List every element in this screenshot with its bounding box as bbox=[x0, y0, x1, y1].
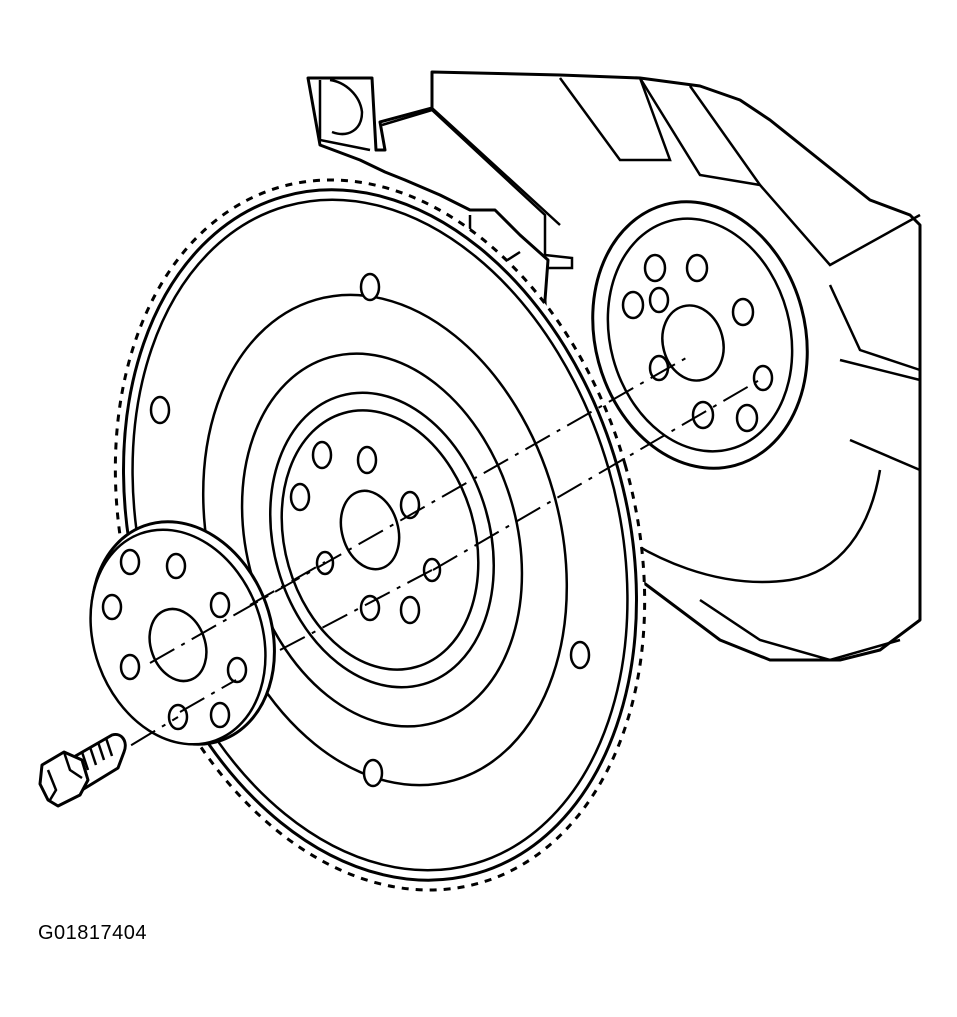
figure-code: G01817404 bbox=[38, 922, 148, 944]
flywheel bbox=[149, 272, 591, 788]
flywheel-spacer-plate bbox=[89, 520, 276, 746]
crankshaft-flange bbox=[591, 200, 809, 470]
flywheel-bolt bbox=[38, 732, 127, 808]
